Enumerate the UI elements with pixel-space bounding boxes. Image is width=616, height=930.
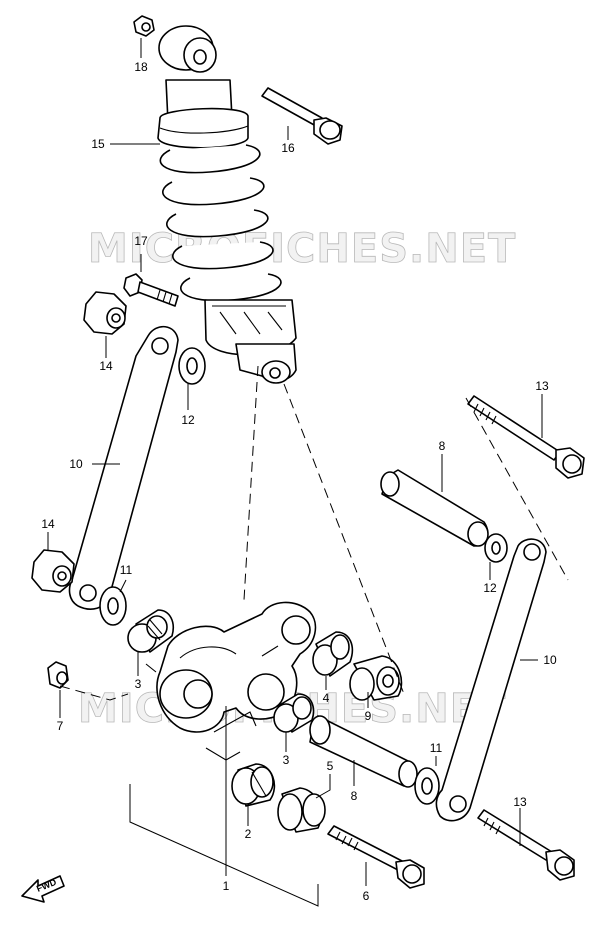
callout-17: 17	[134, 234, 148, 248]
spacer-right[interactable]	[380, 469, 489, 547]
callout-14-upper: 14	[99, 359, 113, 373]
bolt-right-upper[interactable]	[467, 395, 585, 479]
bolt-lower[interactable]	[327, 825, 425, 889]
callout-15: 15	[91, 137, 105, 151]
callout-2: 2	[245, 827, 252, 841]
shock-lower-bolt[interactable]	[123, 273, 179, 307]
callout-12-upper: 12	[181, 413, 195, 427]
washer-upper[interactable]	[178, 347, 206, 385]
collar[interactable]	[312, 631, 354, 677]
callout-10-right: 10	[543, 653, 557, 667]
watermark-upper: MICROFICHES.NET	[88, 226, 516, 272]
callout-12-right: 12	[483, 581, 497, 595]
callout-6: 6	[363, 889, 370, 903]
bolt-small[interactable]	[47, 661, 69, 689]
callout-9: 9	[365, 709, 372, 723]
callout-11-left: 11	[120, 563, 133, 577]
callout-10-left: 10	[69, 457, 83, 471]
fwd-arrow-icon: FWD	[21, 875, 65, 903]
shock-absorber[interactable]	[157, 25, 297, 384]
callout-7: 7	[57, 719, 64, 733]
nut-lower-left[interactable]	[31, 549, 75, 593]
needle-bearing-lower[interactable]	[273, 693, 315, 733]
upper-mount-bolt[interactable]	[261, 87, 343, 145]
callout-13-lower: 13	[513, 795, 527, 809]
callout-8-lower: 8	[351, 789, 358, 803]
washer-right-lower[interactable]	[414, 767, 440, 805]
cushion-rod-left[interactable]	[68, 325, 179, 610]
callout-14-lower: 14	[41, 517, 55, 531]
callout-3-upper: 3	[135, 677, 142, 691]
bushing[interactable]	[349, 655, 403, 701]
callout-1: 1	[223, 879, 230, 893]
top-nut[interactable]	[133, 15, 155, 37]
callout-16: 16	[281, 141, 295, 155]
callout-5: 5	[327, 759, 334, 773]
needle-bearing-upper[interactable]	[127, 609, 174, 653]
washer-right-upper[interactable]	[484, 533, 508, 563]
callout-3-lower: 3	[283, 753, 290, 767]
nut-upper-left[interactable]	[83, 291, 127, 335]
callout-11-right: 11	[430, 741, 443, 755]
callout-13-upper: 13	[535, 379, 549, 393]
cushion-lever[interactable]	[156, 601, 317, 733]
collar-lower[interactable]	[277, 787, 326, 833]
cushion-rod-right[interactable]	[435, 538, 547, 822]
callout-4: 4	[323, 691, 330, 705]
bolt-right-lower[interactable]	[477, 809, 575, 881]
callout-8-upper: 8	[439, 439, 446, 453]
needle-bearing[interactable]	[231, 763, 276, 807]
spacer-long[interactable]	[309, 715, 418, 788]
callout-18: 18	[134, 60, 148, 74]
washer-left[interactable]	[99, 586, 127, 626]
